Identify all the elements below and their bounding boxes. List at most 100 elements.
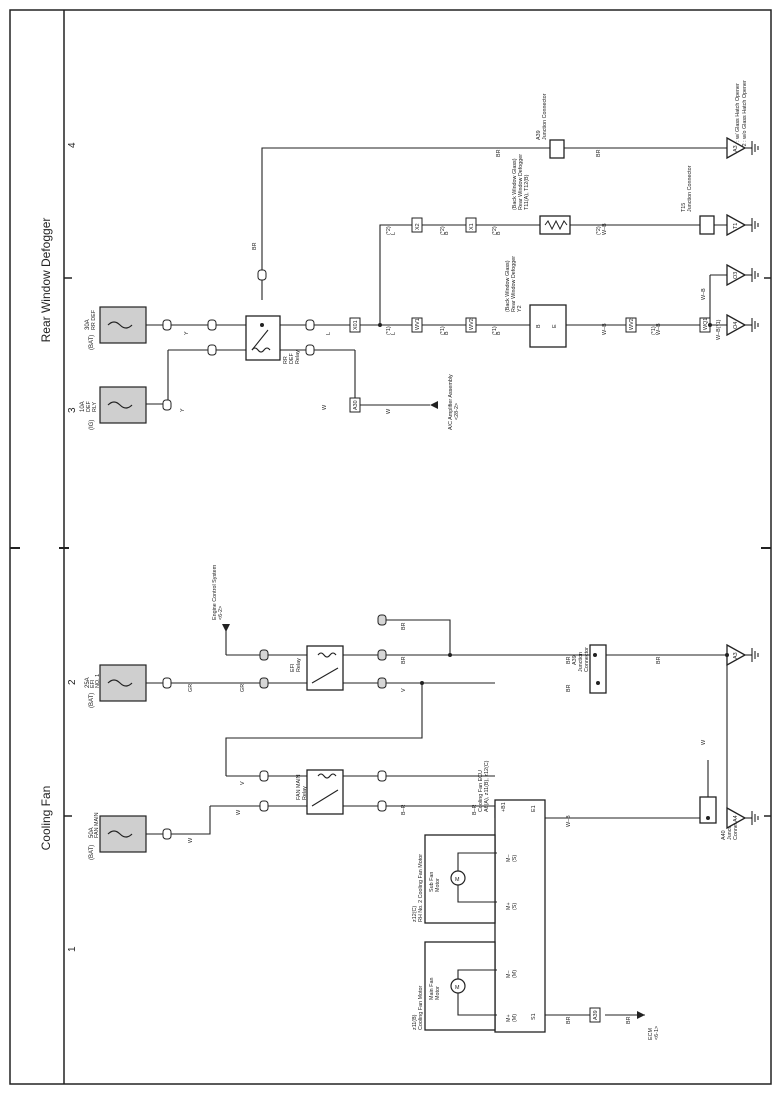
note-wo-glass-hatch: * 2 : w/o Glass Hatch Opener: [742, 80, 748, 150]
wire-label-gr-1: GR: [188, 684, 194, 692]
fuse-rr-def-name: RR DEF: [91, 309, 97, 330]
ecu-pin-b1: +B1: [501, 802, 507, 812]
conn-label-wv2b: WV2: [629, 318, 635, 330]
wire-label-b-2: B: [496, 331, 502, 335]
sub-motor-name: RH No. 2 Cooling Fan Motor: [418, 854, 424, 922]
wire-label-w-4: W: [322, 404, 328, 410]
sub-motor-m: M: [455, 877, 460, 883]
main-motor-pin-minus: M–: [506, 971, 512, 979]
sub-motor-pin-plus: M+: [506, 902, 512, 910]
wire-label-w-b-5: W–B: [701, 288, 707, 300]
rear-defogger-t11: T11(A), T12(B) Rear Window Defogger (Bac…: [512, 154, 571, 235]
fuse-def-rly-name: DEF: [86, 401, 92, 412]
fuse-fan-main: (BAT) 50A FAN MAIN: [89, 812, 147, 860]
relay-efi: EFI Relay: [290, 645, 344, 691]
ecu-code: A6(A), z11(B), z12(C): [484, 760, 490, 812]
wire-label-b-4: B: [496, 231, 502, 235]
wire-label-w-1: W: [188, 837, 194, 843]
main-motor-pin-minus2: (M): [512, 970, 518, 978]
section-title-rear-window-defogger: Rear Window Defogger: [39, 218, 53, 343]
grid-number-1: 1: [67, 946, 78, 952]
mark-plus1-b: (*1): [440, 326, 446, 335]
wire-label-br-ecm: BR: [566, 1016, 572, 1024]
junction-a39-label2: Connector: [584, 647, 590, 672]
main-motor-m: M: [455, 985, 460, 991]
junction-a39-top-label: Junction Connector: [542, 93, 548, 140]
mark-plus1-c: (*1): [492, 326, 498, 335]
wire-label-b-3: B: [444, 231, 450, 235]
relay-fan-main-label: FAN MAIN: [296, 774, 302, 800]
main-fan-motor: M z11(B) Cooling Fan Motor Main Fan Moto…: [412, 941, 518, 1031]
wire-label-v-2: V: [401, 688, 407, 692]
ground-label-a4: A4: [733, 815, 739, 822]
fuse-efi: (BAT) 25A EFI NO. 1: [85, 664, 147, 708]
conn-label-x1: X1: [469, 223, 475, 230]
fuse-efi-source: (BAT): [89, 693, 95, 708]
relay-efi-label: EFI: [290, 664, 296, 672]
fuse-efi-rating: 25A: [85, 677, 91, 688]
conn-label-a30: A30: [353, 400, 359, 410]
wire-label-b-r-1: B–R: [401, 804, 407, 815]
ecu-pin-e1: E1: [531, 805, 537, 812]
main-motor-pin-plus: M+: [506, 1014, 512, 1022]
sub-motor-pin-plus2: (S): [512, 903, 518, 910]
junction-t15-code: T15: [681, 203, 687, 212]
wire-label-b-r-2: B–R: [472, 804, 478, 815]
ground-label-a3: A3: [733, 652, 739, 659]
junction-t15: T15 Junction Connector: [681, 165, 715, 235]
junction-a40-label: Junction: [727, 820, 733, 840]
outer-frame: [9, 9, 772, 1085]
wire-label-br-8: BR: [596, 149, 602, 157]
relay-rr-def-label2: DEF: [289, 353, 295, 364]
junction-dots: [260, 323, 729, 820]
fuse-rr-def-source: (BAT): [89, 335, 95, 350]
conn-label-x01: X01: [353, 320, 359, 330]
t11-name2: (Back Window Glass): [512, 158, 518, 210]
fuse-def-rly: (IG) 10A DEF RLY: [80, 386, 147, 430]
relay-efi-label2: Relay: [296, 658, 302, 672]
wire-label-br-2: BR: [401, 622, 407, 630]
dest-ecm-ref: <6-1>: [654, 1026, 660, 1040]
conn-label-wv2: WV2: [469, 318, 475, 330]
conn-label-wv1: WV1: [415, 318, 421, 330]
ground-label-o3: O3: [733, 272, 739, 279]
fuse-def-rly-rating: 10A: [80, 401, 86, 412]
wire-label-w-3: W: [701, 739, 707, 745]
dest-ac-amp-ref: <28-2>: [454, 403, 460, 420]
sub-motor-code: z12(C): [412, 906, 418, 922]
junction-t15-label: Junction Connector: [687, 165, 693, 212]
grounds: [726, 136, 759, 830]
wire-label-w-b-1: W–B: [566, 815, 572, 827]
dest-ecm: ECM: [648, 1028, 654, 1040]
dest-engine-control-ref: <6-2>: [218, 606, 224, 620]
fuse-rr-def-rating: 30A: [85, 319, 91, 330]
ecu-title: Cooling Fan ECU: [478, 770, 484, 812]
t11-code: T11(A), T12(B): [524, 174, 530, 210]
relay-fan-main: FAN MAIN Relay: [296, 769, 344, 815]
section-title-cooling-fan: Cooling Fan: [39, 786, 53, 851]
ground-label-o4: O4: [733, 322, 739, 329]
grid-number-3: 3: [67, 407, 78, 413]
relay-rr-def-label: RR: [283, 356, 289, 364]
fuse-fan-main-name: FAN MAIN: [94, 812, 100, 838]
wire-label-br-5: BR: [656, 656, 662, 664]
sub-motor-label: Sub Fan: [429, 872, 435, 892]
wire-label-w-b-2: W–B: [602, 323, 608, 335]
sub-fan-motor: M z12(C) RH No. 2 Cooling Fan Motor Sub …: [412, 834, 518, 924]
note-w-glass-hatch: * 1 : w/ Glass Hatch Opener: [735, 83, 741, 150]
fuse-def-rly-name2: RLY: [92, 402, 98, 412]
fuse-rr-def: (BAT) 30A RR DEF: [85, 306, 147, 350]
wire-color-labels: W W GR GR V V BR BR BR BR BR B–R B–R W–B…: [180, 149, 722, 1024]
wire-label-y2: Y: [180, 408, 186, 412]
wire-label-br-4: BR: [566, 684, 572, 692]
junction-a40: A40 Junction Connector: [699, 796, 739, 840]
y2-pin-b: B: [536, 324, 542, 328]
y2-name: Rear Window Defogger: [511, 256, 517, 312]
junction-a40-label2: Connector: [733, 815, 739, 840]
inline-connectors: [162, 217, 711, 1023]
y2-code: Y2: [517, 305, 523, 312]
wire-label-br-7: BR: [496, 149, 502, 157]
fuse-efi-name: EFI: [90, 680, 96, 688]
